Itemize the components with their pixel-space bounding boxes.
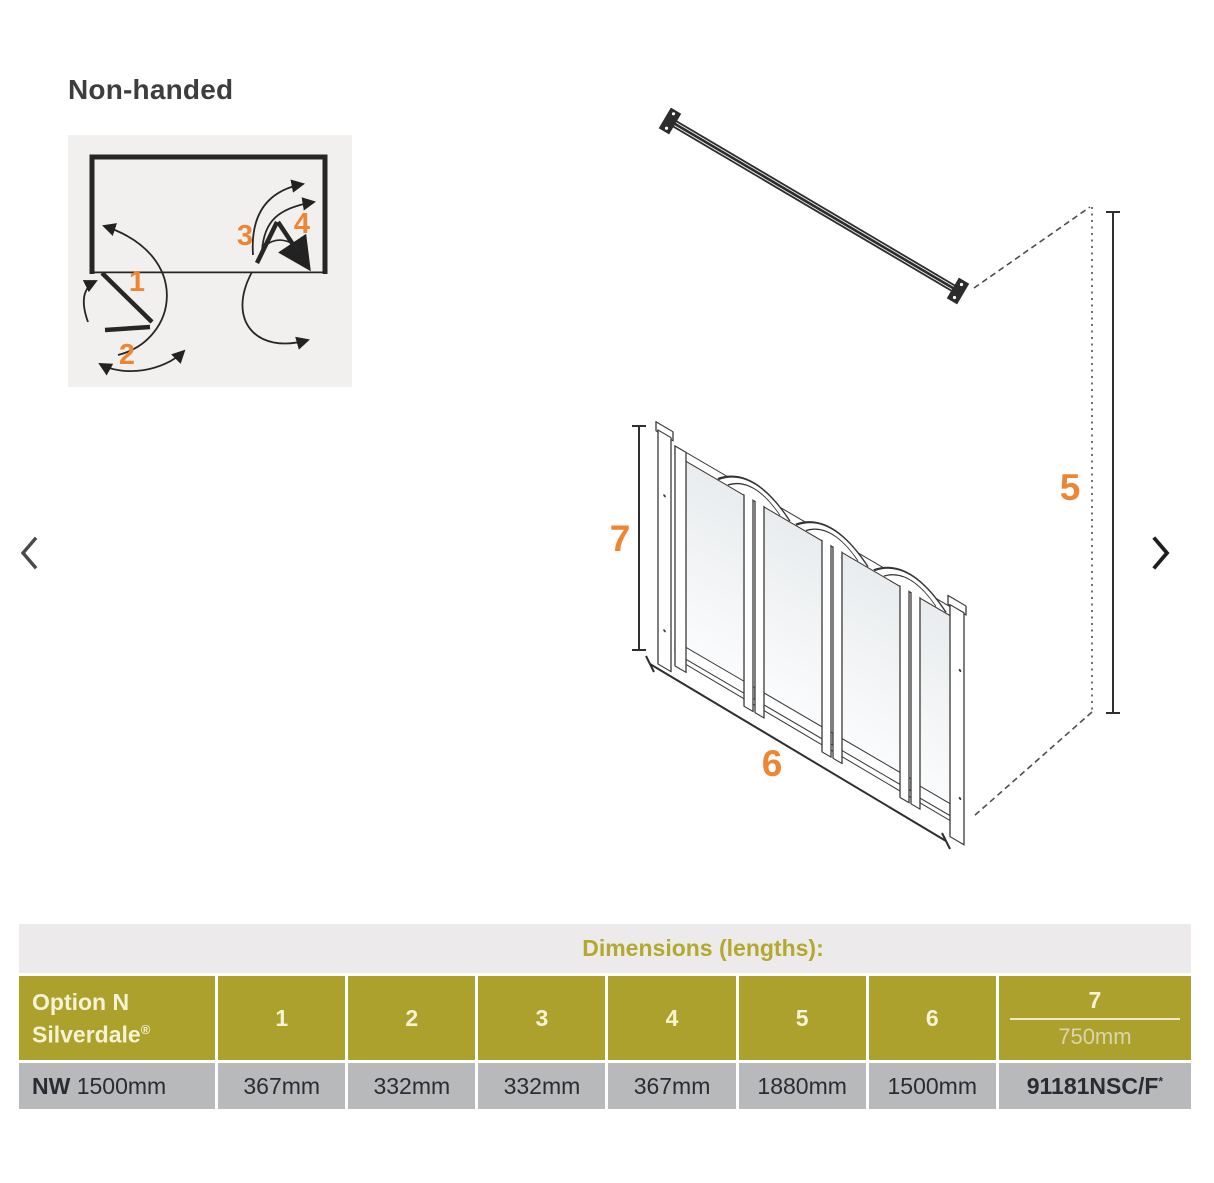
header-2: 2	[348, 976, 476, 1060]
projection-line-bottom	[973, 711, 1093, 817]
head-rail	[658, 107, 970, 305]
dimension-line-5	[1106, 211, 1120, 714]
chevron-right-icon	[1152, 536, 1170, 570]
plan-label-4: 4	[294, 208, 310, 240]
cell-dim-5: 1880mm	[738, 1063, 866, 1109]
header-5: 5	[738, 976, 866, 1060]
glass-panel-4	[919, 596, 951, 816]
plan-label-2: 2	[119, 339, 135, 371]
cell-product-code: 91181NSC/F*	[998, 1063, 1191, 1109]
folding-screen	[655, 421, 967, 846]
end-post-cap	[947, 594, 967, 616]
fold-handles	[717, 475, 947, 613]
panel-3-swing-arrow	[251, 179, 305, 256]
panel-1-swing-arrow	[102, 223, 168, 356]
plan-label-3: 3	[237, 220, 253, 252]
dimension-label-6: 6	[762, 743, 783, 784]
carousel-prev-button[interactable]	[18, 534, 42, 577]
carousel-next-button[interactable]	[1148, 534, 1172, 577]
cell-model: NW 1500mm	[19, 1063, 216, 1109]
table-data-row: NW 1500mm 367mm 332mm 332mm 367mm 1880mm…	[19, 1063, 1191, 1109]
panel-2-line	[104, 324, 151, 333]
registered-mark: ®	[140, 1021, 151, 1037]
glass-panel-2	[763, 505, 823, 737]
bottom-rails	[674, 640, 965, 830]
header-4: 4	[608, 976, 736, 1060]
end-post	[949, 603, 965, 846]
header-1: 1	[218, 976, 346, 1060]
cell-dim-4: 367mm	[608, 1063, 736, 1109]
panel-2-swing-arrow-bottom	[98, 349, 186, 376]
panel-3-line	[254, 221, 280, 264]
chevron-left-icon	[20, 536, 38, 570]
cell-dim-1: 367mm	[218, 1063, 346, 1109]
cell-dim-3: 332mm	[478, 1063, 606, 1109]
fold-plan-svg: 1 2 3 4	[82, 154, 328, 376]
panel-4-swing-arrow	[261, 197, 316, 252]
dimension-line-7	[632, 425, 646, 651]
header-option: Option N Silverdale®	[19, 976, 216, 1060]
fold-plan-diagram: 1 2 3 4	[68, 135, 352, 387]
wall-post-cap	[655, 421, 674, 442]
header-7-fixed-value: 750mm	[1058, 1023, 1132, 1049]
table-header-row: Option N Silverdale® 1 2 3 4 5 6 7 750mm	[19, 976, 1191, 1060]
plan-label-1: 1	[129, 266, 145, 298]
wall-post	[657, 429, 672, 673]
cell-dim-6: 1500mm	[868, 1063, 996, 1109]
panel-2-swing-arrow-up	[82, 280, 98, 323]
dimension-label-7: 7	[610, 518, 631, 559]
rail-wall-bracket-left	[658, 107, 682, 135]
glass-panel-3	[841, 551, 901, 782]
frame-posts	[655, 421, 967, 846]
header-6: 6	[868, 976, 996, 1060]
table-caption-row: Dimensions (lengths):	[19, 924, 1191, 973]
hinge-arc	[263, 239, 300, 252]
dimension-line-6	[645, 655, 951, 850]
projection-line-top	[973, 206, 1091, 289]
top-rails	[674, 445, 951, 617]
dimension-label-5: 5	[1060, 467, 1081, 508]
dimensions-table: Dimensions (lengths): Option N Silverdal…	[16, 921, 1194, 1112]
rail-wall-bracket-right	[946, 277, 970, 305]
post-screws	[663, 494, 962, 800]
isometric-drawing: 5 7 6	[610, 107, 1120, 850]
bath-outline	[89, 154, 328, 274]
table-caption: Dimensions (lengths):	[582, 935, 824, 961]
page-title: Non-handed	[68, 74, 234, 105]
panel-1-line	[100, 271, 154, 324]
glass-panel-1	[685, 459, 745, 691]
cell-dim-2: 332mm	[348, 1063, 476, 1109]
header-7: 7 750mm	[998, 976, 1191, 1060]
table-caption-cell: Dimensions (lengths):	[19, 924, 1191, 973]
panel-34-swing-arrow-bottom	[241, 271, 310, 350]
header-3: 3	[478, 976, 606, 1060]
